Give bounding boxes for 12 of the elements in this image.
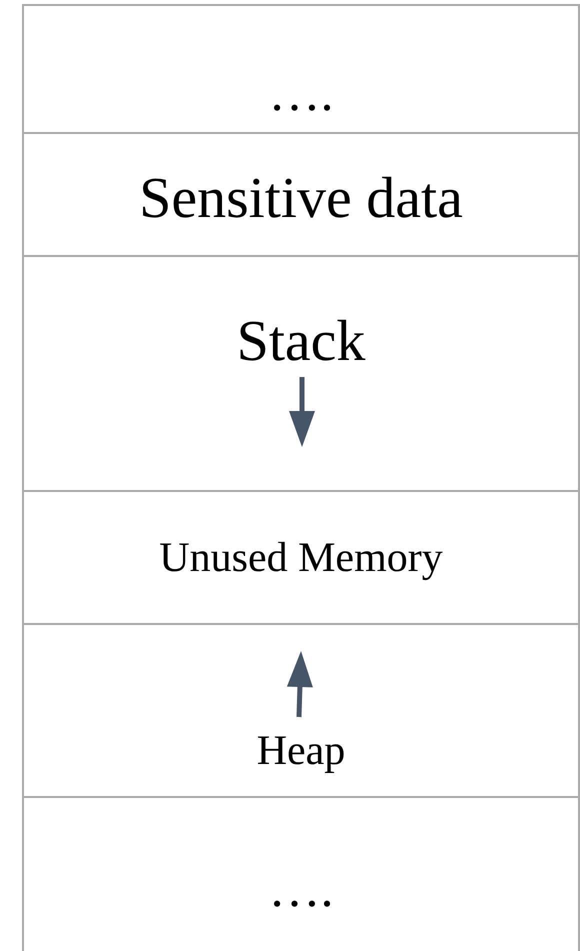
segment-label: …. <box>268 68 334 120</box>
memory-segment <box>22 796 580 951</box>
memory-segment <box>22 255 580 492</box>
segment-label: Stack <box>236 312 366 370</box>
memory-segment <box>22 132 580 257</box>
segment-label: Heap <box>256 730 346 772</box>
memory-segment <box>22 4 580 134</box>
segment-label: Sensitive data <box>138 169 464 227</box>
segment-label: …. <box>268 864 334 916</box>
memory-segment <box>22 623 580 798</box>
memory-segment <box>22 490 580 625</box>
segment-label: Unused Memory <box>158 537 444 579</box>
